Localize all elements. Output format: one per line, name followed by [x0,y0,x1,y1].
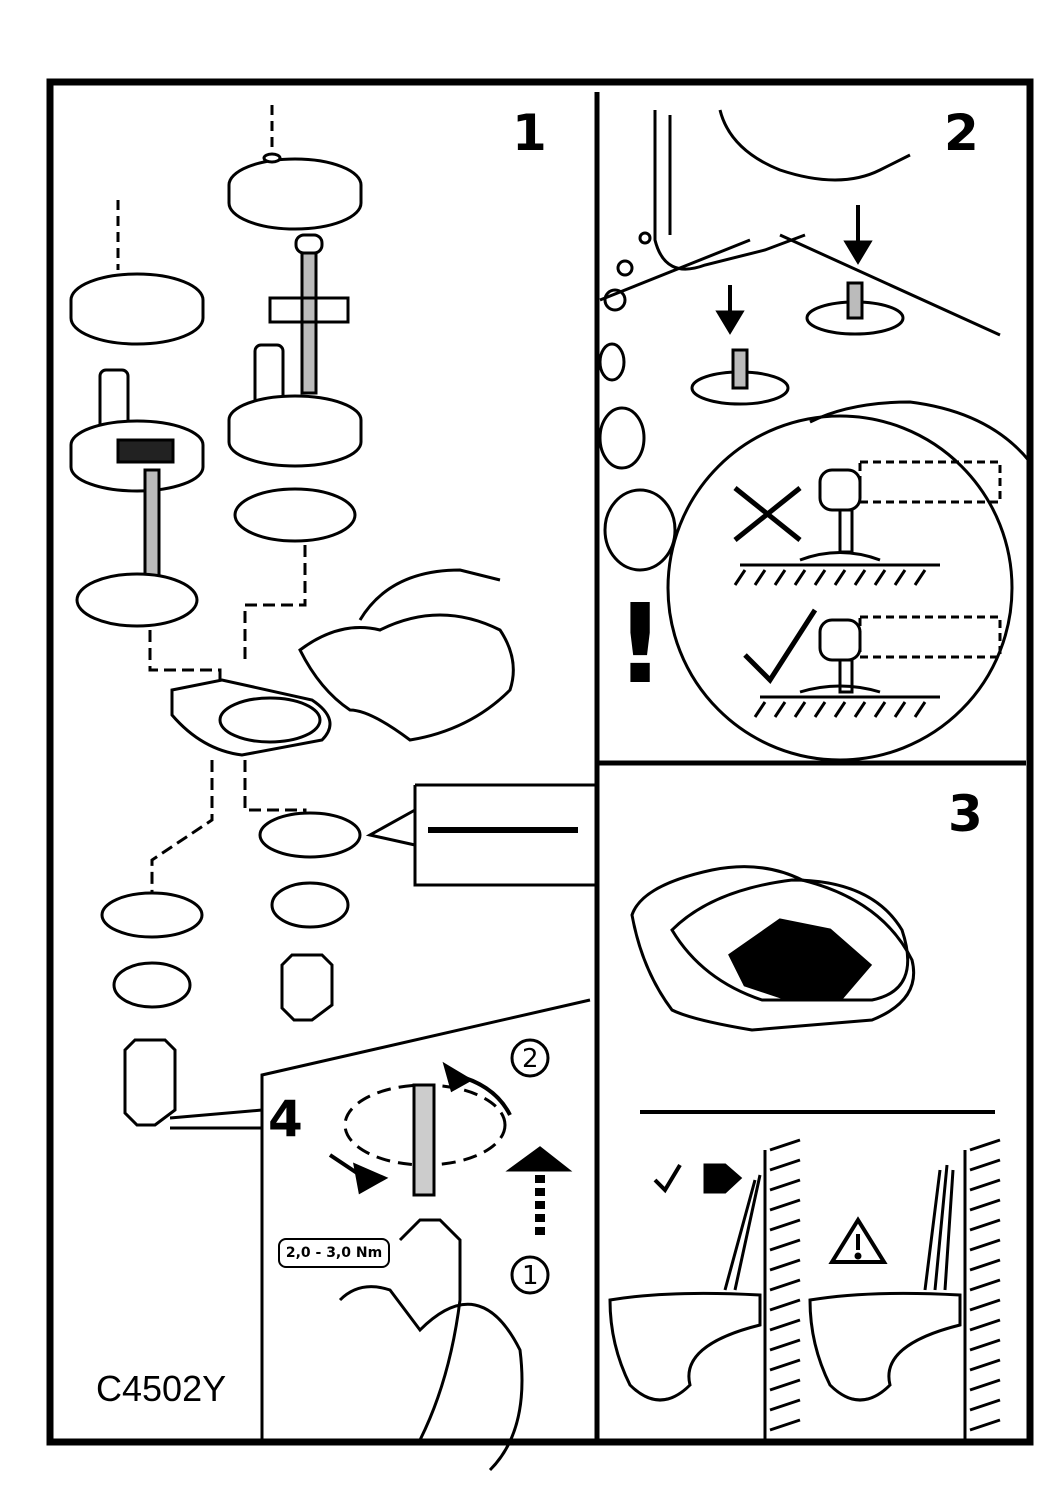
step-label-3: 3 [948,785,983,843]
step-label-2: 2 [944,104,979,162]
step-label-4: 4 [268,1090,303,1148]
panel-1-parts [69,105,595,1127]
torque-label: 2,0 - 3,0 Nm [278,1238,390,1268]
warning-exclamation: ! [615,580,666,708]
sub-step-2: 2 [522,1044,539,1074]
step-4-inset [169,998,591,1472]
warning-triangle-icon [828,1216,888,1264]
panel-2-bolt-alignment [598,109,1032,762]
step-label-1: 1 [512,104,547,162]
cross-icon [733,486,802,542]
panel-3-seat-check [608,865,1001,1440]
outer-frame [46,78,1034,1446]
zoom-circle [666,414,1014,762]
check-icon [743,608,818,684]
sub-step-1: 1 [522,1261,539,1291]
model-code: C4502Y [96,1368,227,1409]
